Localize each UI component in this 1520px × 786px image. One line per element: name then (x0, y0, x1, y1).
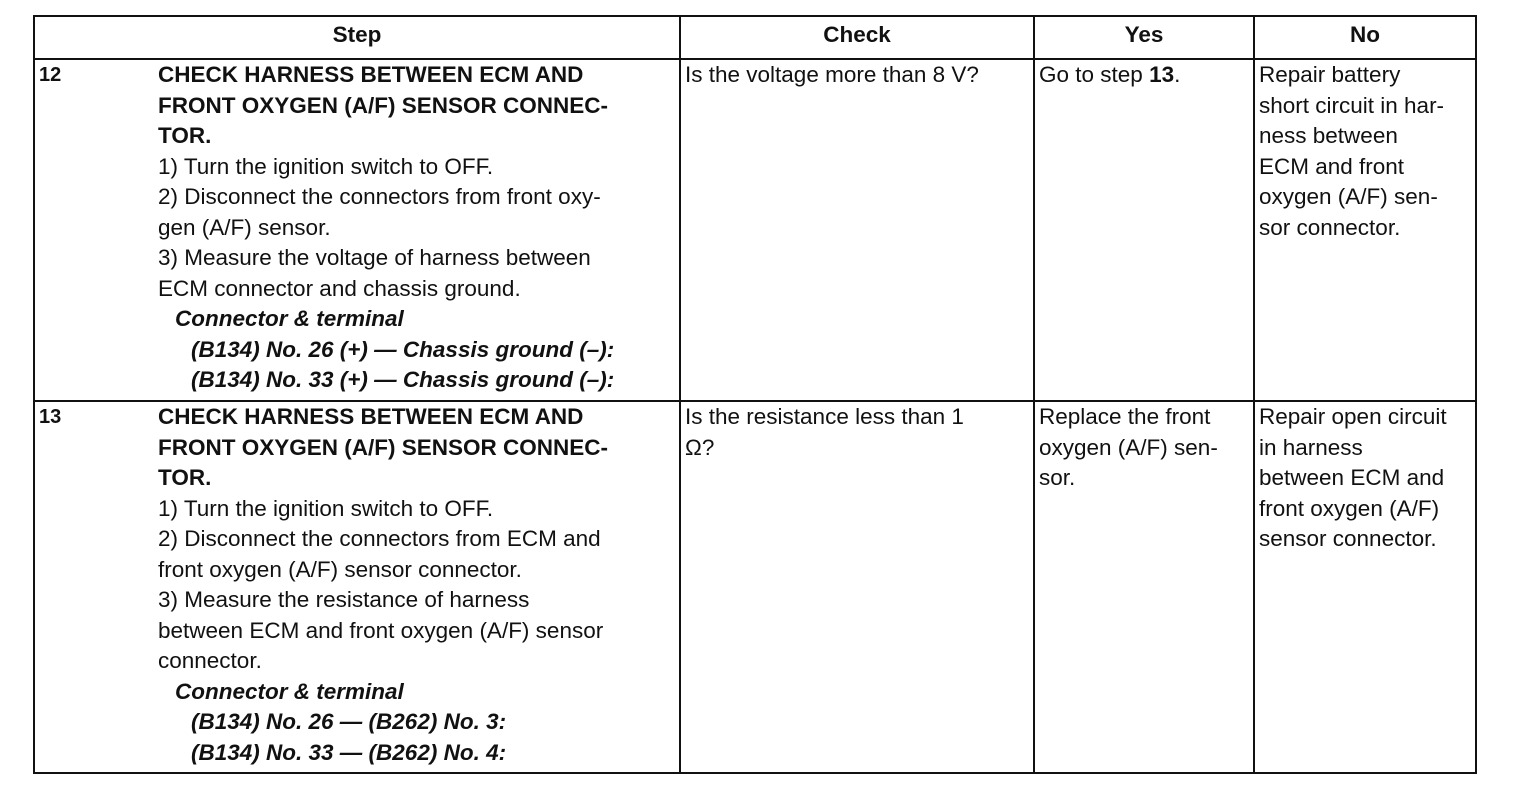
yes-text-prefix: Go to step (1039, 62, 1150, 87)
check-text-line: Is the resistance less than 1 (685, 404, 964, 429)
table-row: 13 CHECK HARNESS BETWEEN ECM AND FRONT O… (33, 400, 1477, 774)
diagnostic-table: Step Check Yes No 12 CHECK HARNESS BETWE… (33, 15, 1477, 774)
no-text-line: ECM and front (1259, 153, 1405, 179)
yes-text-suffix: . (1174, 62, 1181, 87)
instruction-line: 1) Turn the ignition switch to OFF. (158, 153, 494, 179)
step-number: 12 (39, 64, 62, 86)
header-yes: Yes (1033, 15, 1255, 60)
step-number: 13 (39, 406, 62, 428)
no-text-line: Repair open circuit (1259, 404, 1447, 429)
step-title-line: TOR. (158, 123, 212, 148)
check-text-line: Ω? (685, 434, 715, 460)
no-text-line: oxygen (A/F) sen- (1259, 184, 1438, 209)
check-cell: Is the voltage more than 8 V? (679, 58, 1035, 402)
instruction-line: gen (A/F) sensor. (158, 214, 331, 240)
instruction-line: 3) Measure the voltage of harness betwee… (158, 245, 591, 270)
no-cell: Repair battery short circuit in har- nes… (1253, 58, 1477, 402)
yes-step-link: 13 (1149, 62, 1175, 87)
step-title-line: FRONT OXYGEN (A/F) SENSOR CONNEC- (158, 92, 609, 118)
connector-heading: Connector & terminal (175, 306, 404, 331)
yes-text-line: Replace the front (1039, 404, 1211, 429)
step-body: CHECK HARNESS BETWEEN ECM AND FRONT OXYG… (158, 403, 675, 768)
no-text-line: ness between (1259, 123, 1398, 148)
step-title-line: CHECK HARNESS BETWEEN ECM AND (158, 404, 584, 429)
step-title-line: CHECK HARNESS BETWEEN ECM AND (158, 62, 584, 87)
no-cell: Repair open circuit in harness between E… (1253, 400, 1477, 774)
header-row: Step Check Yes No (33, 15, 1477, 60)
instruction-line: 2) Disconnect the connectors from front … (158, 184, 601, 209)
header-check: Check (679, 15, 1035, 60)
table-row: 12 CHECK HARNESS BETWEEN ECM AND FRONT O… (33, 58, 1477, 402)
connector-line: (B134) No. 26 (+) — Chassis ground (–): (191, 336, 615, 362)
step-cell: 12 CHECK HARNESS BETWEEN ECM AND FRONT O… (33, 58, 681, 402)
no-text-line: in harness (1259, 434, 1363, 460)
no-text-line: front oxygen (A/F) (1259, 495, 1440, 521)
connector-line: (B134) No. 26 — (B262) No. 3: (191, 709, 507, 734)
yes-cell: Replace the front oxygen (A/F) sen- sor. (1033, 400, 1255, 774)
step-title-line: TOR. (158, 465, 212, 490)
check-text: Is the voltage more than 8 V? (685, 62, 979, 87)
connector-heading: Connector & terminal (175, 678, 404, 704)
no-text-line: sensor connector. (1259, 526, 1437, 551)
yes-text-line: oxygen (A/F) sen- (1039, 434, 1218, 460)
step-body: CHECK HARNESS BETWEEN ECM AND FRONT OXYG… (158, 61, 675, 396)
instruction-line: 2) Disconnect the connectors from ECM an… (158, 526, 601, 551)
instruction-line: ECM connector and chassis ground. (158, 275, 521, 301)
no-text-line: between ECM and (1259, 465, 1445, 490)
yes-text-line: sor. (1039, 465, 1076, 490)
instruction-line: 1) Turn the ignition switch to OFF. (158, 495, 494, 521)
no-text-line: Repair battery (1259, 62, 1401, 87)
yes-cell: Go to step 13. (1033, 58, 1255, 402)
instruction-line: front oxygen (A/F) sensor connector. (158, 556, 522, 582)
check-cell: Is the resistance less than 1 Ω? (679, 400, 1035, 774)
step-title-line: FRONT OXYGEN (A/F) SENSOR CONNEC- (158, 434, 609, 460)
no-text-line: sor connector. (1259, 214, 1401, 240)
step-cell: 13 CHECK HARNESS BETWEEN ECM AND FRONT O… (33, 400, 681, 774)
no-text-line: short circuit in har- (1259, 92, 1445, 118)
instruction-line: between ECM and front oxygen (A/F) senso… (158, 617, 604, 643)
header-step: Step (33, 15, 681, 60)
connector-line: (B134) No. 33 (+) — Chassis ground (–): (191, 367, 615, 392)
instruction-line: 3) Measure the resistance of harness (158, 587, 530, 612)
instruction-line: connector. (158, 648, 262, 673)
header-no: No (1253, 15, 1477, 60)
connector-line: (B134) No. 33 — (B262) No. 4: (191, 739, 507, 765)
